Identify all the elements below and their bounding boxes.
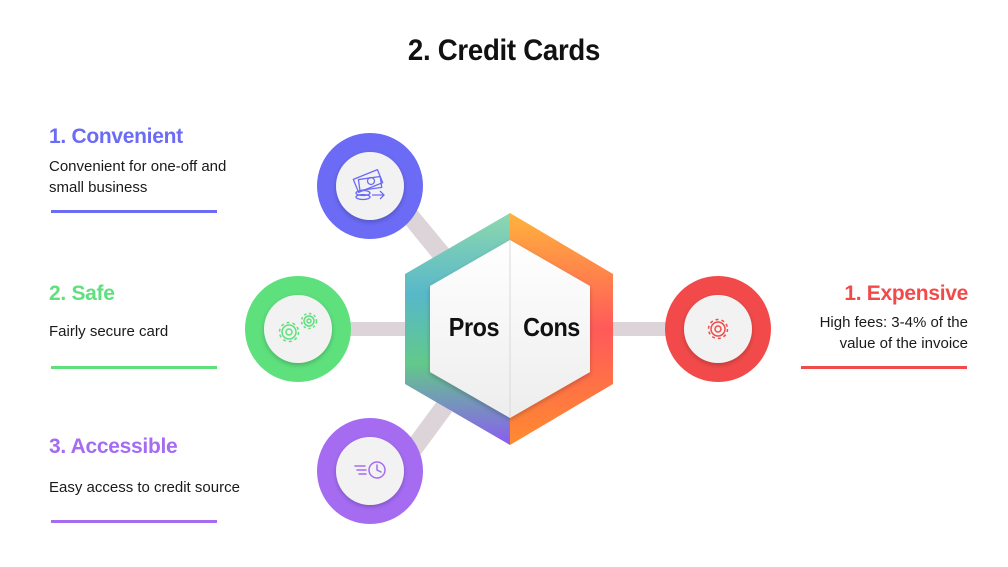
connector-convenient <box>400 204 450 262</box>
pros-item-2-underline <box>51 366 217 369</box>
circle-accessible <box>317 418 423 524</box>
pros-item-3-title: 3. Accessible <box>49 435 178 458</box>
cons-item-1-title: 1. Expensive <box>844 282 968 305</box>
connector-accessible <box>404 400 452 458</box>
cons-item-1-description: High fees: 3-4% of the value of the invo… <box>819 314 968 352</box>
connector-expensive <box>606 322 676 336</box>
pros-item-1-title: 1. Convenient <box>49 125 183 148</box>
gears-icon <box>278 312 318 343</box>
circle-convenient <box>317 133 423 239</box>
pros-item-3-description: Easy access to credit source <box>49 479 240 496</box>
pros-item-1-description: Convenient for one-off and small busines… <box>49 158 227 196</box>
gear-icon <box>707 318 729 340</box>
cons-item-1-underline <box>801 366 967 369</box>
pros-item-1-underline <box>51 210 217 213</box>
pros-label: Pros <box>448 312 500 342</box>
pros-item-2-title: 2. Safe <box>49 282 115 305</box>
center-hexagon <box>405 213 613 445</box>
pros-item-3-underline <box>51 520 217 523</box>
fast-clock-icon <box>354 461 386 479</box>
page-title: 2. Credit Cards <box>407 34 601 67</box>
pros-item-2-description: Fairly secure card <box>49 323 169 340</box>
money-stack-icon <box>352 168 385 201</box>
circle-safe <box>245 276 351 382</box>
circle-expensive <box>665 276 771 382</box>
cons-label: Cons <box>523 312 580 342</box>
connectors <box>340 204 676 458</box>
connector-safe <box>340 322 412 336</box>
